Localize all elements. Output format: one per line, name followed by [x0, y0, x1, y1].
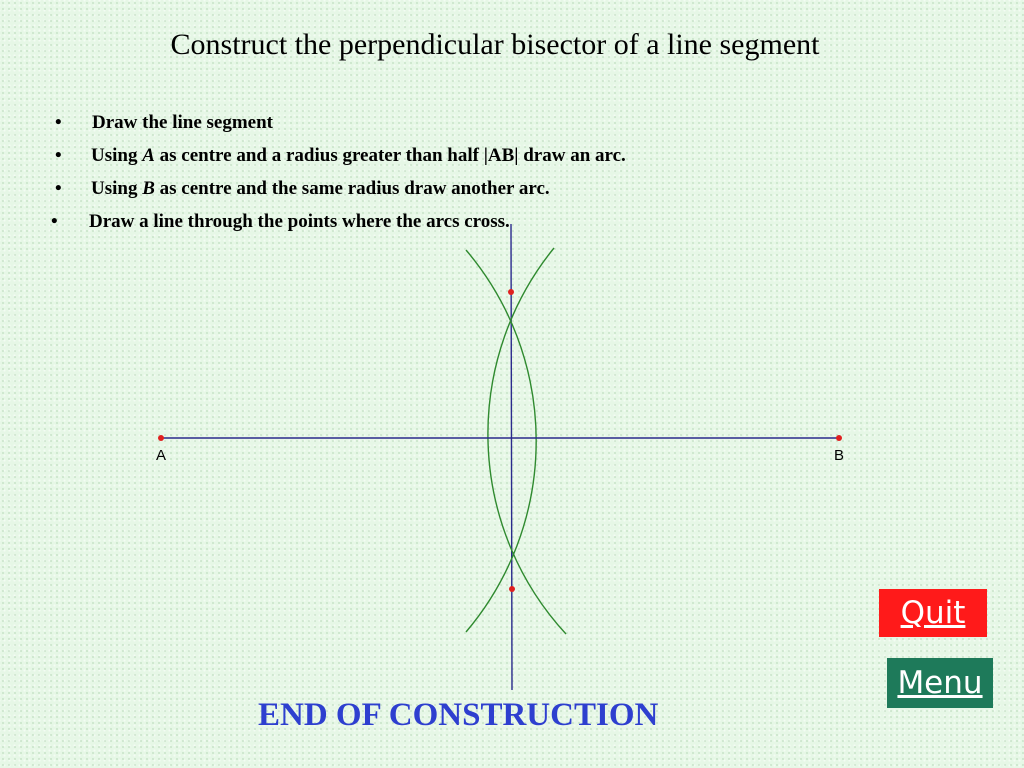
arc-from-b — [465, 249, 537, 633]
arc-from-a — [487, 247, 567, 635]
bullet-1: • — [55, 112, 62, 133]
step-1-text: Draw the line segment — [92, 112, 273, 133]
step-3-text: Using B as centre and the same radius dr… — [91, 178, 550, 199]
bisector-line — [510, 223, 513, 691]
label-b: B — [834, 447, 844, 464]
menu-button[interactable]: Menu — [887, 658, 993, 708]
bullet-2: • — [55, 145, 62, 166]
quit-button[interactable]: Quit — [879, 589, 987, 637]
label-a: A — [156, 447, 166, 464]
step-4-text: Draw a line through the points where the… — [89, 211, 510, 232]
slide-title: Construct the perpendicular bisector of … — [170, 28, 820, 61]
point-a — [158, 435, 164, 441]
point-b — [836, 435, 842, 441]
intersection-bottom — [509, 586, 515, 592]
intersection-top — [508, 289, 514, 295]
step-2-text: Using A as centre and a radius greater t… — [91, 145, 626, 166]
bullet-3: • — [55, 178, 62, 199]
bullet-4: • — [51, 211, 58, 232]
end-of-construction-text: END OF CONSTRUCTION — [258, 697, 659, 733]
